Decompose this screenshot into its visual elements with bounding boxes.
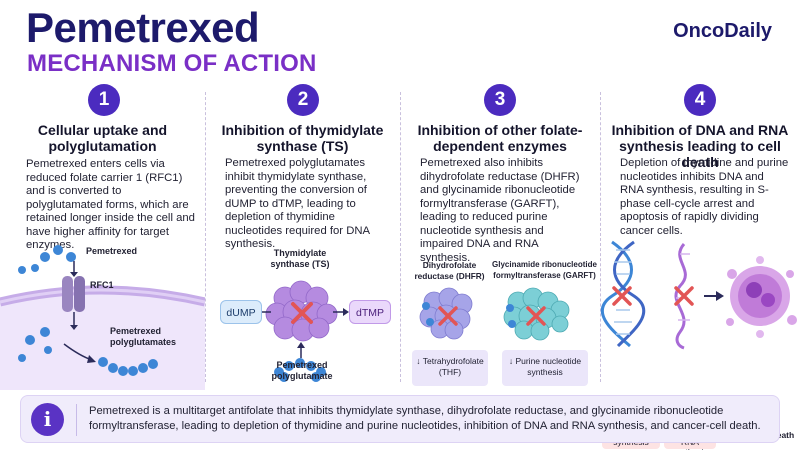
- info-icon: i: [31, 403, 64, 436]
- page-title: Pemetrexed: [26, 4, 260, 51]
- dtmp-product-box: dTMP: [349, 300, 391, 324]
- garft-label: Glycinamide ribonucleotide formyltransfe…: [492, 260, 597, 280]
- step-2-panel: 2 Inhibition of thymidylate synthase (TS…: [205, 84, 400, 390]
- dump-substrate-box: dUMP: [220, 300, 262, 324]
- summary-callout: i Pemetrexed is a multitarget antifolate…: [20, 395, 780, 443]
- dna-helix-icon: [600, 240, 646, 348]
- summary-text: Pemetrexed is a multitarget antifolate t…: [89, 405, 761, 432]
- polyglutamate-chain-icon: [274, 358, 326, 382]
- step-4-panel: 4 Inhibition of DNA and RNA synthesis le…: [600, 84, 800, 450]
- rfc1-label: RFC1: [90, 280, 114, 290]
- step-heading: Inhibition of other folate-dependent enz…: [417, 122, 583, 154]
- step-3-panel: 3 Inhibition of other folate-dependent e…: [400, 84, 600, 390]
- pemetrexed-label: Pemetrexed: [86, 246, 138, 256]
- step-number-badge: 1: [88, 84, 120, 116]
- cancer-cell-icon: [726, 256, 797, 338]
- garft-enzyme-icon: [503, 287, 570, 341]
- column-divider: [205, 92, 206, 382]
- thymidylate-synthase-enzyme-illustration: [251, 280, 349, 382]
- step-heading: Cellular uptake and polyglutamation: [37, 122, 168, 154]
- cell-membrane-illustration: [0, 245, 205, 390]
- brand-logo[interactable]: OncoDaily: [673, 20, 772, 42]
- rfc1-transporter-icon: [62, 276, 73, 312]
- thf-result-box: ↓ Tetrahydrofolate (THF): [412, 350, 488, 386]
- polyglutamates-label: Pemetrexed polyglutamates: [110, 326, 177, 347]
- step-number-badge: 3: [484, 84, 516, 116]
- step-description: Depletion of thymidine and purine nucleo…: [620, 157, 789, 237]
- step-1-panel: 1 Cellular uptake and polyglutamation Pe…: [0, 84, 205, 390]
- step-number-badge: 4: [684, 84, 716, 116]
- enzymes-illustration: [419, 287, 570, 341]
- column-divider: [600, 92, 601, 382]
- step-heading: Inhibition of thymidylate synthase (TS): [221, 122, 384, 154]
- inhibition-x-icon: [291, 302, 313, 324]
- inhibitor-label: Pemetrexed polyglutamate: [271, 360, 333, 381]
- step-description: Pemetrexed enters cells via reduced fola…: [26, 158, 195, 251]
- purine-result-box: ↓ Purine nucleotide synthesis: [502, 350, 588, 386]
- step-number-badge: 2: [287, 84, 319, 116]
- step-heading: Inhibition of DNA and RNA synthesis lead…: [611, 122, 789, 170]
- dna-rna-cell-death-illustration: [600, 240, 797, 350]
- pemetrexed-molecules-icon: [18, 245, 158, 376]
- column-divider: [400, 92, 401, 382]
- inhibition-x-icon: [612, 286, 694, 306]
- page-subtitle: MECHANISM OF ACTION: [27, 50, 317, 77]
- step-description: Pemetrexed also inhibits dihydrofolate r…: [420, 157, 580, 264]
- thymidylate-synthase-label: Thymidylate synthase (TS): [270, 248, 330, 269]
- rna-strand-icon: [674, 243, 687, 350]
- inhibition-x-icon: [438, 306, 546, 326]
- step-description: Pemetrexed polyglutamates inhibit thymid…: [225, 157, 370, 250]
- dhfr-label: Dihydrofolate reductase (DHFR): [414, 260, 485, 281]
- callout-separator: [76, 404, 77, 436]
